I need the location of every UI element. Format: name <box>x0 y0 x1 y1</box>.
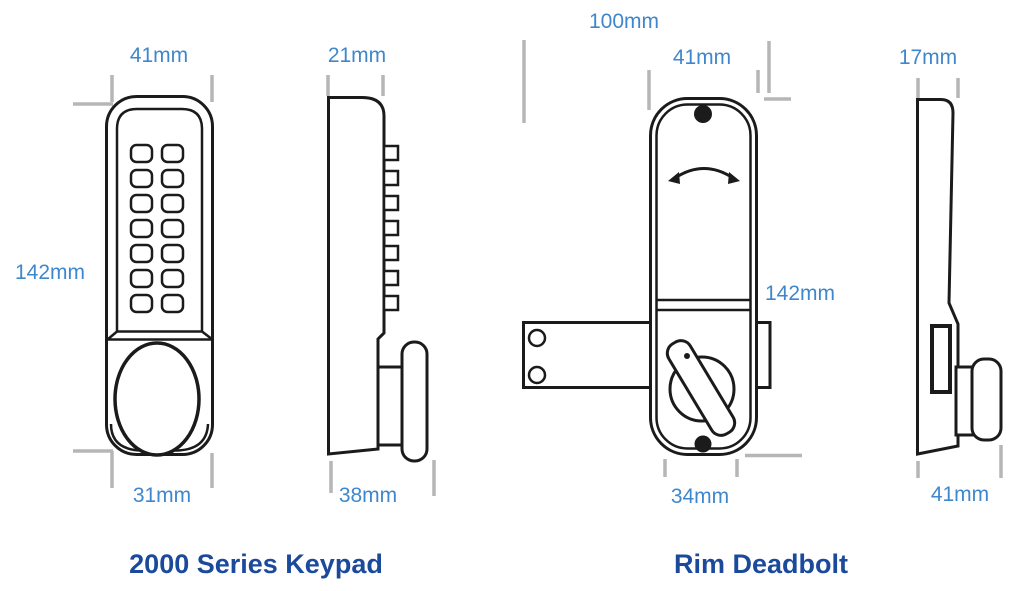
dim-deadbolt-front-width: 41mm <box>672 46 732 69</box>
deadbolt-rotation-arrowheads <box>668 172 740 184</box>
dim-keypad-side-depth: 21mm <box>327 44 387 67</box>
deadbolt-rotation-arc <box>674 167 734 180</box>
keypad-front-dimension-ticks <box>73 75 214 488</box>
keypad-front-panel-bevel <box>106 330 214 341</box>
deadbolt-side-dimension-ticks <box>916 78 1003 478</box>
deadbolt-bottom-screw <box>694 435 712 453</box>
dim-keypad-front-height: 142mm <box>14 261 86 284</box>
dim-deadbolt-front-bottom-width: 34mm <box>670 485 730 508</box>
dim-deadbolt-front-height: 142mm <box>764 282 836 305</box>
dim-deadbolt-overall-width: 100mm <box>588 10 660 33</box>
deadbolt-front-dimension-ticks <box>522 40 802 477</box>
dim-deadbolt-side-bottom-depth: 41mm <box>930 483 990 506</box>
dim-deadbolt-side-depth: 17mm <box>898 46 958 69</box>
dim-keypad-side-bottom-depth: 38mm <box>338 484 398 507</box>
deadbolt-front-drawing <box>522 40 802 477</box>
deadbolt-knob-side <box>970 357 1003 442</box>
keypad-knob-neck-side <box>376 365 406 447</box>
caption-keypad: 2000 Series Keypad <box>129 549 383 579</box>
deadbolt-front-band-lines <box>657 298 750 312</box>
dim-keypad-front-bottom-width: 31mm <box>132 484 192 507</box>
keypad-knob-side <box>400 340 429 463</box>
keypad-side-drawing <box>326 75 436 496</box>
keypad-side-body <box>327 96 386 456</box>
keypad-front-panel <box>115 107 204 332</box>
keypad-buttons <box>129 143 185 314</box>
deadbolt-top-screw <box>694 105 712 123</box>
keypad-side-button-teeth <box>382 144 400 312</box>
deadbolt-bracket-hole-top <box>527 328 547 348</box>
keypad-side-dimension-ticks <box>326 75 436 496</box>
deadbolt-side-slot <box>930 324 952 394</box>
deadbolt-bracket-hole-bottom <box>527 365 547 385</box>
deadbolt-side-drawing <box>916 78 1003 478</box>
caption-deadbolt: Rim Deadbolt <box>673 549 849 579</box>
keypad-knob-front <box>113 341 201 457</box>
deadbolt-thumbturn-lever <box>665 339 737 437</box>
keypad-front-drawing <box>73 75 214 488</box>
dim-keypad-front-width: 41mm <box>129 44 189 67</box>
deadbolt-lever-pin <box>684 353 690 359</box>
deadbolt-side-body <box>916 98 960 456</box>
